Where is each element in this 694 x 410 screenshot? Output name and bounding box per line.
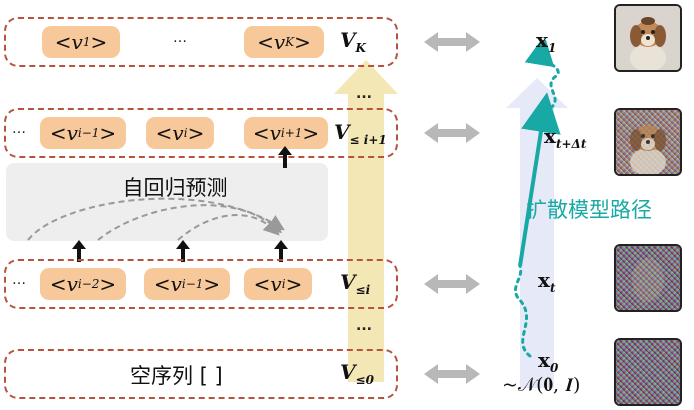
column-ellipsis-top: ... — [356, 86, 372, 102]
bidirectional-arrow-icon — [424, 364, 480, 384]
diffusion-path-label: 扩散模型路径 — [526, 198, 652, 222]
up-arrow-icon — [176, 240, 190, 262]
noisy-image-xt — [614, 244, 682, 312]
row-i1-ellipsis: … — [12, 121, 26, 137]
label-x-t-dt: xt+Δt — [544, 124, 587, 151]
column-ellipsis-bottom: ... — [356, 318, 372, 334]
empty-sequence-label: 空序列 [ ] — [130, 364, 223, 388]
pure-noise-image — [614, 338, 682, 406]
bidirectional-arrow-icon — [424, 32, 480, 52]
bidirectional-arrow-icon — [424, 274, 480, 294]
label-v-le-0: V≤0 — [340, 360, 374, 387]
row-k-ellipsis: … — [173, 30, 187, 46]
clean-dog-image — [614, 4, 682, 72]
partially-noisy-dog-image — [614, 108, 682, 176]
up-arrow-icon — [278, 146, 292, 168]
label-v-k: VK — [340, 28, 366, 55]
autoregressive-curves — [27, 197, 285, 241]
prior-distribution-label: ~𝒩(𝟎, 𝑰) — [502, 374, 581, 396]
label-xt: xt — [538, 268, 556, 295]
row-k-box — [4, 17, 398, 67]
label-x0: x0 — [538, 348, 559, 375]
label-x1: x1 — [536, 28, 557, 55]
row-i1-box — [4, 108, 398, 158]
diffusion-progress-arrow — [506, 78, 568, 388]
label-v-le-i: V≤i — [340, 270, 371, 297]
autoregressive-progress-arrow — [334, 60, 398, 382]
diffusion-path — [514, 40, 561, 358]
row-i-box — [4, 259, 398, 309]
label-v-le-i1: V≤ i+1 — [334, 120, 387, 147]
row-0-box — [4, 349, 398, 399]
up-arrow-icon — [274, 240, 288, 262]
autoregressive-label: 自回归预测 — [122, 176, 228, 200]
up-arrow-icon — [72, 240, 86, 262]
row-i-ellipsis: … — [12, 272, 26, 288]
bidirectional-arrow-icon — [424, 123, 480, 143]
